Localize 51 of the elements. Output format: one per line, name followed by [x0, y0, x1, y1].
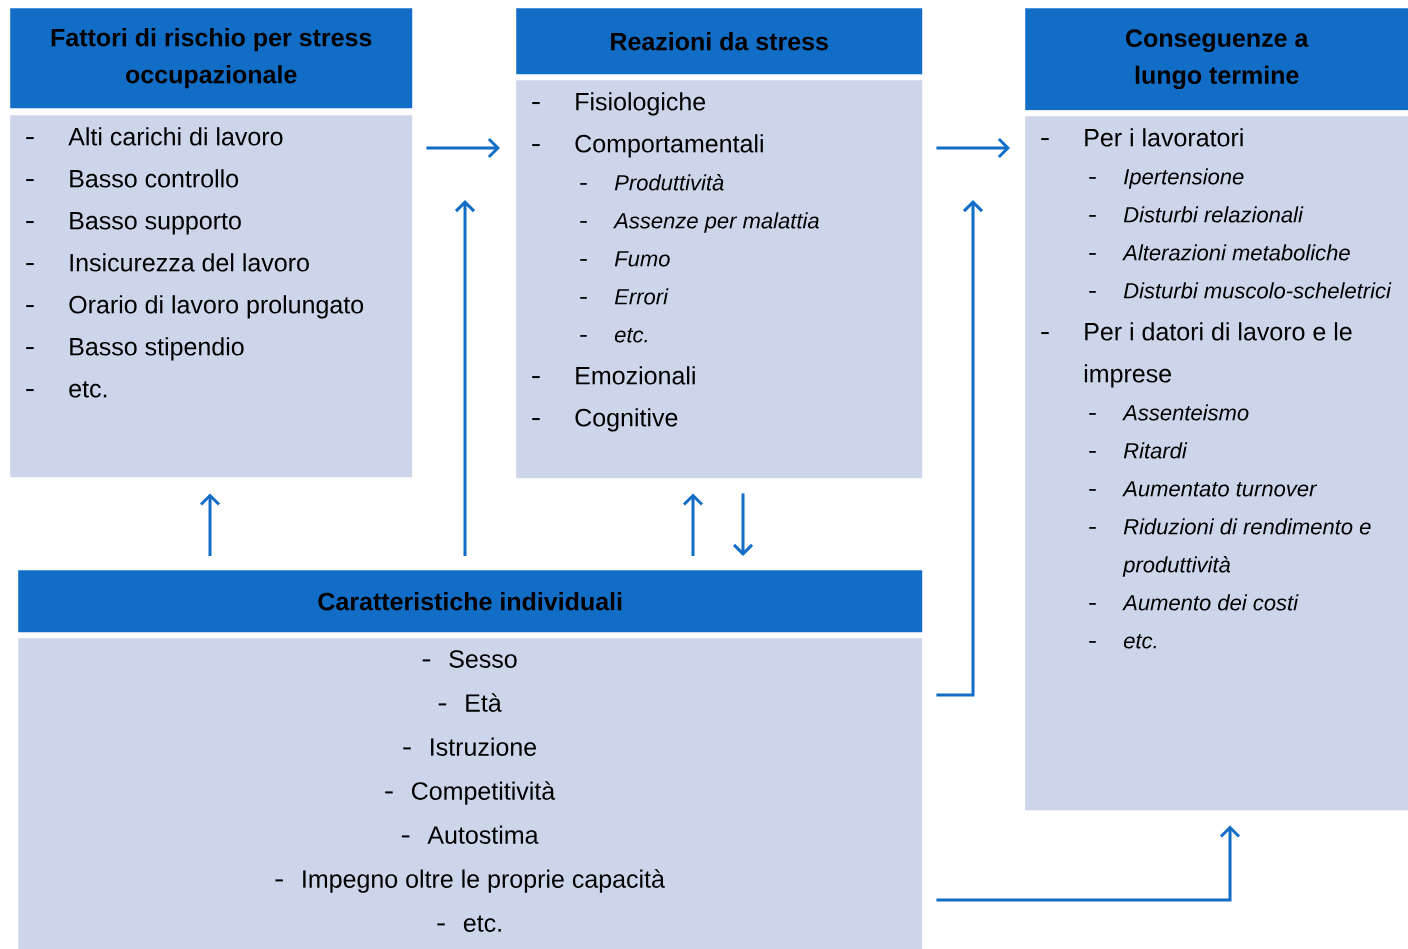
list-item: Competitività [384, 781, 556, 805]
list-item: Basso stipendio [25, 337, 244, 361]
header-bar: Reazioni da stress [516, 8, 923, 75]
list-item: Ipertensione [1088, 168, 1244, 189]
list-panel [1025, 116, 1408, 811]
list-item: Basso controllo [25, 169, 239, 188]
list-item: etc. [436, 915, 501, 932]
list-item: Autostima [400, 825, 539, 844]
list-panel [18, 638, 923, 949]
list-item: Fumo [579, 251, 670, 267]
list-item: Disturbi relazionali [1088, 206, 1304, 223]
list-item: Età [437, 693, 502, 712]
list-item: Errori [579, 288, 669, 305]
arrow [936, 825, 1241, 902]
header-bar: Conseguenze a lungo termine [1025, 8, 1408, 111]
list-item: Aumentato turnover [1088, 481, 1318, 497]
arrow [454, 200, 476, 556]
list-item: Impegno oltre le proprie capacità [274, 869, 665, 893]
list-item: Comportamentali [531, 134, 763, 158]
arrow [682, 493, 704, 556]
list-item: Basso supporto [25, 212, 241, 235]
arrow [936, 137, 1010, 159]
arrow [199, 493, 221, 556]
list-item: Assenteismo [1088, 404, 1249, 421]
arrow [936, 200, 984, 697]
header-bar: Caratteristiche individuali [18, 570, 923, 633]
list-item: Ritardi [1088, 442, 1188, 459]
list-item: Per i datori di lavoro e le imprese [1040, 322, 1352, 388]
list-panel [516, 80, 923, 479]
list-item: Cognitive [531, 408, 678, 432]
arrow [732, 493, 754, 556]
list-item: Orario di lavoro prolungato [25, 295, 364, 319]
list-item: Disturbi muscolo-scheletrici [1088, 282, 1392, 299]
list-item: Istruzione [402, 737, 537, 756]
list-item: etc. [25, 381, 107, 398]
list-item: etc. [579, 328, 647, 343]
list-item: Alti carichi di lavoro [25, 127, 283, 146]
header-bar: Fattori di rischio per stress occupazionale [10, 8, 413, 109]
list-item: Fisiologiche [531, 92, 706, 116]
list-item: Assenze per malattia [579, 212, 819, 233]
list-panel [10, 115, 413, 478]
list-item: etc. [1088, 634, 1156, 649]
list-item: Emozionali [531, 366, 695, 385]
list-item: Produttività [579, 174, 724, 191]
list-item: Aumento dei costi [1088, 594, 1299, 611]
list-item: Insicurezza del lavoro [25, 253, 309, 272]
list-item: Alterazioni metaboliche [1088, 244, 1350, 261]
list-item: Per i lavoratori [1040, 128, 1243, 147]
arrow [426, 137, 500, 159]
list-item: Riduzioni di rendimento e produttività [1088, 518, 1371, 577]
list-item: Sesso [421, 650, 517, 668]
